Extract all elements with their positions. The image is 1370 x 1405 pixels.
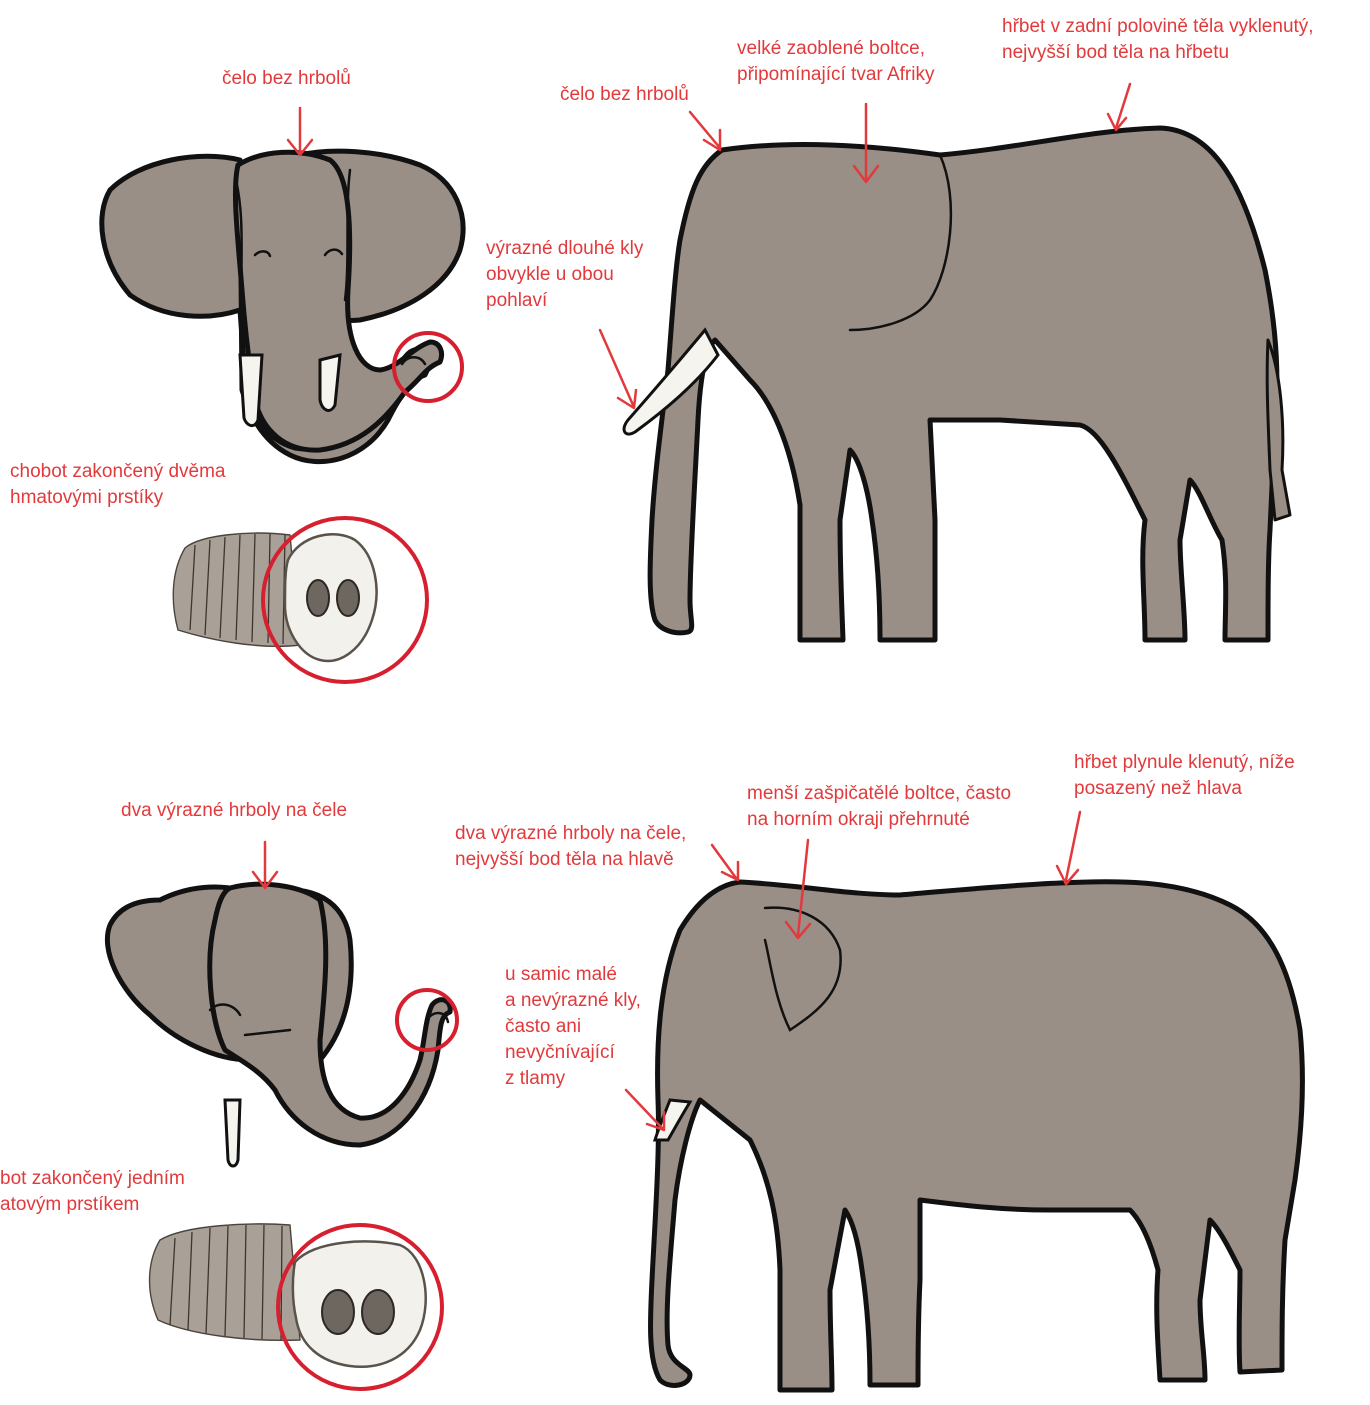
label-african-trunk-tip: chobot zakončený dvěma hmatovými prstíky bbox=[10, 459, 225, 511]
label-african-ears: velké zaoblené boltce, připomínající tva… bbox=[737, 36, 934, 88]
asian-elephant-body bbox=[650, 882, 1302, 1390]
label-african-ears-line2: připomínající tvar Afriky bbox=[737, 62, 934, 88]
label-asian-tusks-line1: u samic malé bbox=[505, 962, 641, 988]
label-asian-ears-line1: menší zašpičatělé boltce, často bbox=[747, 781, 1011, 807]
african-trunk-tip-detail bbox=[173, 518, 427, 682]
label-african-tusks-line3: pohlaví bbox=[486, 288, 643, 314]
label-asian-tusks: u samic malé a nevýrazné kly, často ani … bbox=[505, 962, 641, 1092]
african-elephant-body bbox=[624, 128, 1290, 640]
label-asian-tusks-line4: nevyčnívající bbox=[505, 1040, 641, 1066]
label-african-trunk-tip-line2: hmatovými prstíky bbox=[10, 485, 225, 511]
african-tusks-arrow bbox=[600, 330, 636, 408]
label-african-ears-line1: velké zaoblené boltce, bbox=[737, 36, 934, 62]
african-ears-arrow bbox=[854, 104, 878, 182]
label-african-head-forehead: čelo bez hrbolů bbox=[222, 66, 351, 92]
label-african-back-line2: nejvyšší bod těla na hřbetu bbox=[1002, 40, 1314, 66]
label-african-tusks-line2: obvykle u obou bbox=[486, 262, 643, 288]
label-asian-back-line2: posazený než hlava bbox=[1074, 776, 1295, 802]
label-asian-back-line1: hřbet plynule klenutý, níže bbox=[1074, 750, 1295, 776]
label-asian-trunk-tip: bot zakončený jedním atovým prstíkem bbox=[0, 1166, 185, 1218]
label-asian-tusks-line3: často ani bbox=[505, 1014, 641, 1040]
label-asian-body-forehead-line2: nejvyšší bod těla na hlavě bbox=[455, 847, 686, 873]
african-back-arrow bbox=[1108, 84, 1130, 130]
label-asian-trunk-tip-line2: atovým prstíkem bbox=[0, 1192, 185, 1218]
asian-body-forehead-arrow bbox=[712, 845, 738, 880]
label-african-trunk-tip-line1: chobot zakončený dvěma bbox=[10, 459, 225, 485]
label-asian-back: hřbet plynule klenutý, níže posazený než… bbox=[1074, 750, 1295, 802]
african-elephant-head bbox=[102, 151, 463, 461]
asian-head-forehead-arrow bbox=[253, 842, 277, 888]
label-asian-body-forehead-line1: dva výrazné hrboly na čele, bbox=[455, 821, 686, 847]
label-asian-body-forehead: dva výrazné hrboly na čele, nejvyšší bod… bbox=[455, 821, 686, 873]
label-asian-head-forehead: dva výrazné hrboly na čele bbox=[121, 798, 347, 824]
label-african-back-line1: hřbet v zadní polovině těla vyklenutý, bbox=[1002, 14, 1314, 40]
label-african-body-forehead: čelo bez hrbolů bbox=[560, 82, 689, 108]
label-asian-tusks-line5: z tlamy bbox=[505, 1066, 641, 1092]
label-asian-ears-line2: na horním okraji přehrnuté bbox=[747, 807, 1011, 833]
asian-trunk-tip-detail bbox=[150, 1224, 442, 1389]
label-asian-ears: menší zašpičatělé boltce, často na horní… bbox=[747, 781, 1011, 833]
african-body-forehead-arrow bbox=[690, 112, 720, 150]
label-african-back: hřbet v zadní polovině těla vyklenutý, n… bbox=[1002, 14, 1314, 66]
label-asian-tusks-line2: a nevýrazné kly, bbox=[505, 988, 641, 1014]
label-asian-trunk-tip-line1: bot zakončený jedním bbox=[0, 1166, 185, 1192]
label-african-tusks-line1: výrazné dlouhé kly bbox=[486, 236, 643, 262]
african-head-forehead-arrow bbox=[288, 108, 312, 155]
label-african-tusks: výrazné dlouhé kly obvykle u obou pohlav… bbox=[486, 236, 643, 314]
asian-back-arrow bbox=[1057, 812, 1080, 884]
